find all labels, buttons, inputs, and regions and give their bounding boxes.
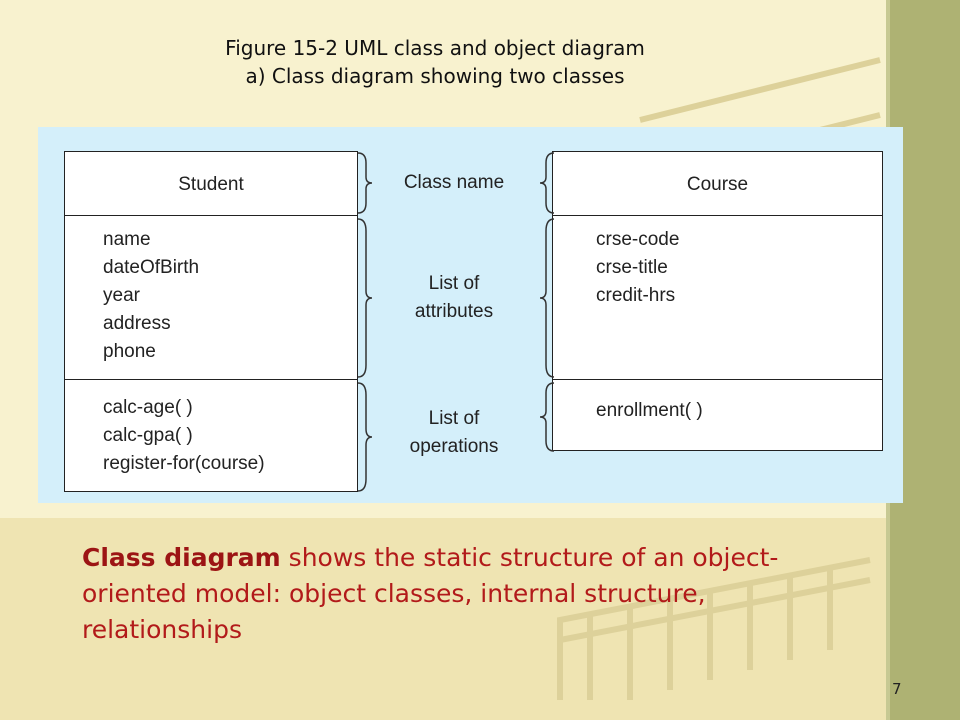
diagram-panel: Student name dateOfBirth year address ph… [38, 127, 903, 503]
course-attribute: crse-title [596, 257, 668, 278]
student-operation: register-for(course) [103, 453, 265, 474]
course-divider-2 [553, 379, 882, 380]
class-name-student: Student [178, 174, 244, 195]
student-attribute: address [103, 313, 171, 334]
course-operation-list: enrollment( ) [596, 397, 703, 425]
label-operations-line1: List of [428, 408, 480, 429]
student-attribute-list: name dateOfBirth year address phone [103, 226, 199, 366]
right-brace-operations [539, 382, 555, 452]
figure-title-line2: a) Class diagram showing two classes [245, 64, 625, 88]
caption-text: shows the static structure of an object-… [82, 543, 779, 644]
label-operations-line2: operations [409, 436, 499, 457]
left-brace-attributes [357, 218, 373, 378]
student-operation: calc-gpa( ) [103, 425, 193, 446]
class-name-course: Course [686, 174, 749, 195]
student-attribute: year [103, 285, 140, 306]
course-attribute: credit-hrs [596, 285, 676, 306]
caption-term: Class diagram [82, 543, 281, 572]
right-brace-class-name [539, 152, 555, 214]
left-brace-class-name [357, 152, 373, 214]
course-attribute: crse-code [596, 229, 680, 250]
label-attributes-line1: List of [428, 273, 480, 294]
figure-title-line1: Figure 15-2 UML class and object diagram [225, 36, 645, 60]
student-divider-2 [65, 379, 357, 380]
student-operation-list: calc-age( ) calc-gpa( ) register-for(cou… [103, 394, 265, 478]
right-brace-attributes [539, 218, 555, 378]
student-attribute: name [103, 229, 151, 250]
label-list-of-operations: List of operations [379, 405, 529, 461]
course-operation: enrollment( ) [596, 400, 703, 421]
label-list-of-attributes: List of attributes [379, 270, 529, 326]
class-box-course: Course crse-code crse-title credit-hrs e… [552, 151, 883, 451]
page-number: 7 [892, 680, 902, 698]
course-attribute-list: crse-code crse-title credit-hrs [596, 226, 679, 310]
background-band [0, 518, 886, 720]
student-divider-1 [65, 215, 357, 216]
left-brace-operations [357, 382, 373, 492]
figure-title: Figure 15-2 UML class and object diagram… [90, 34, 780, 90]
student-attribute: phone [103, 341, 156, 362]
course-divider-1 [553, 215, 882, 216]
caption: Class diagram shows the static structure… [82, 540, 872, 648]
label-class-name: Class name [403, 172, 505, 193]
student-operation: calc-age( ) [103, 397, 193, 418]
label-attributes-line2: attributes [414, 301, 494, 322]
class-box-student: Student name dateOfBirth year address ph… [64, 151, 358, 492]
student-attribute: dateOfBirth [103, 257, 200, 278]
